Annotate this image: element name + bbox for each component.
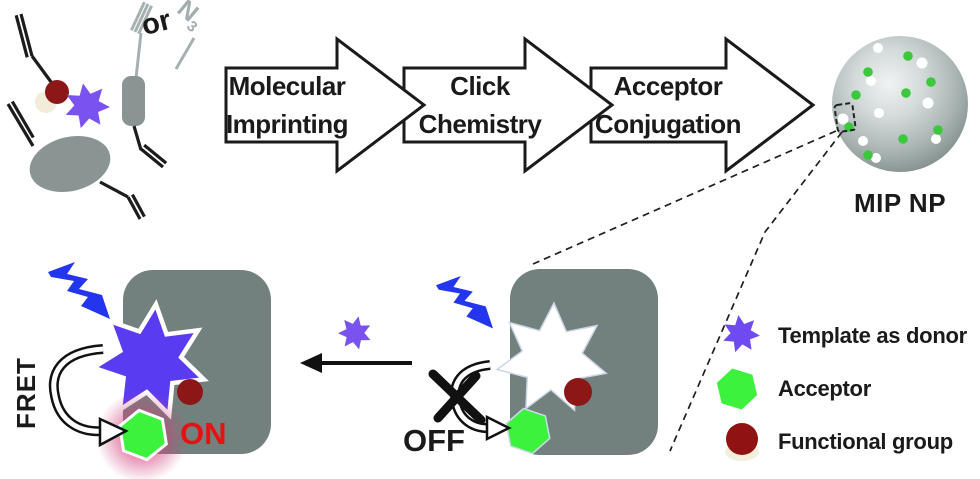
unbound-state: [428, 269, 658, 455]
legend-label-template: Template as donor: [778, 323, 967, 348]
step-line1: Molecular: [228, 71, 346, 101]
step-line2: Conjugation: [594, 109, 742, 139]
step-line2: Chemistry: [418, 109, 542, 139]
excitation-bolt-icon: [436, 276, 494, 329]
process-arrows: [224, 35, 816, 175]
block-arrow-acceptor-conjugation: [589, 35, 816, 175]
template-star-icon: [720, 312, 762, 354]
nanoparticle-label: MIP NP: [853, 188, 947, 218]
block-arrow-molecular-imprinting: [224, 35, 427, 175]
step-label-acceptor-conjugation: Acceptor Conjugation: [593, 67, 743, 143]
mip-nanoparticle: [832, 36, 968, 172]
magnification-dashed-lines: [532, 130, 843, 452]
magnified-region-box: [833, 102, 857, 133]
blocked-fret-arrow: [428, 360, 512, 442]
functional-group-icon: [726, 423, 758, 455]
step-line1: Acceptor: [613, 71, 723, 101]
step-line2: Imprinting: [225, 109, 349, 139]
nanoparticle-sphere: [832, 36, 968, 172]
click-monomer: [122, 1, 196, 169]
bound-state: [48, 262, 271, 479]
legend-label-functional-group: Functional group: [778, 429, 953, 454]
cavity-dots: [837, 43, 941, 163]
rod-segment: [122, 76, 145, 126]
acceptor-hexagon-icon: [716, 368, 758, 410]
rebinding-arrow-head: [300, 353, 322, 373]
fret-label: FRET: [11, 357, 41, 429]
excitation-bolt-icon: [48, 262, 110, 319]
functional-group-circle: [564, 378, 592, 406]
vinyl-functional-monomer: [14, 13, 56, 87]
monomer-mixture: [6, 1, 196, 220]
on-status-label: ON: [180, 416, 227, 451]
legend-icons: [716, 312, 762, 461]
template-star: [60, 79, 113, 131]
step-label-molecular-imprinting: Molecular Imprinting: [212, 67, 362, 143]
cross-out-x-icon: [428, 369, 486, 425]
step-line1: Click: [450, 71, 510, 101]
step-label-click-chemistry: Click Chemistry: [405, 67, 555, 143]
functional-group-circle: [45, 80, 69, 104]
free-template-star: [335, 312, 375, 352]
functional-group-circle: [177, 379, 203, 405]
block-arrow-click-chemistry: [402, 35, 615, 175]
azide-bond-line: [174, 37, 196, 70]
crosslinker-monomer: [6, 100, 146, 220]
off-status-label: OFF: [403, 423, 465, 458]
legend-label-acceptor: Acceptor: [778, 376, 871, 401]
fret-transfer-arrow: [48, 344, 129, 448]
rebinding-step: [300, 312, 412, 373]
